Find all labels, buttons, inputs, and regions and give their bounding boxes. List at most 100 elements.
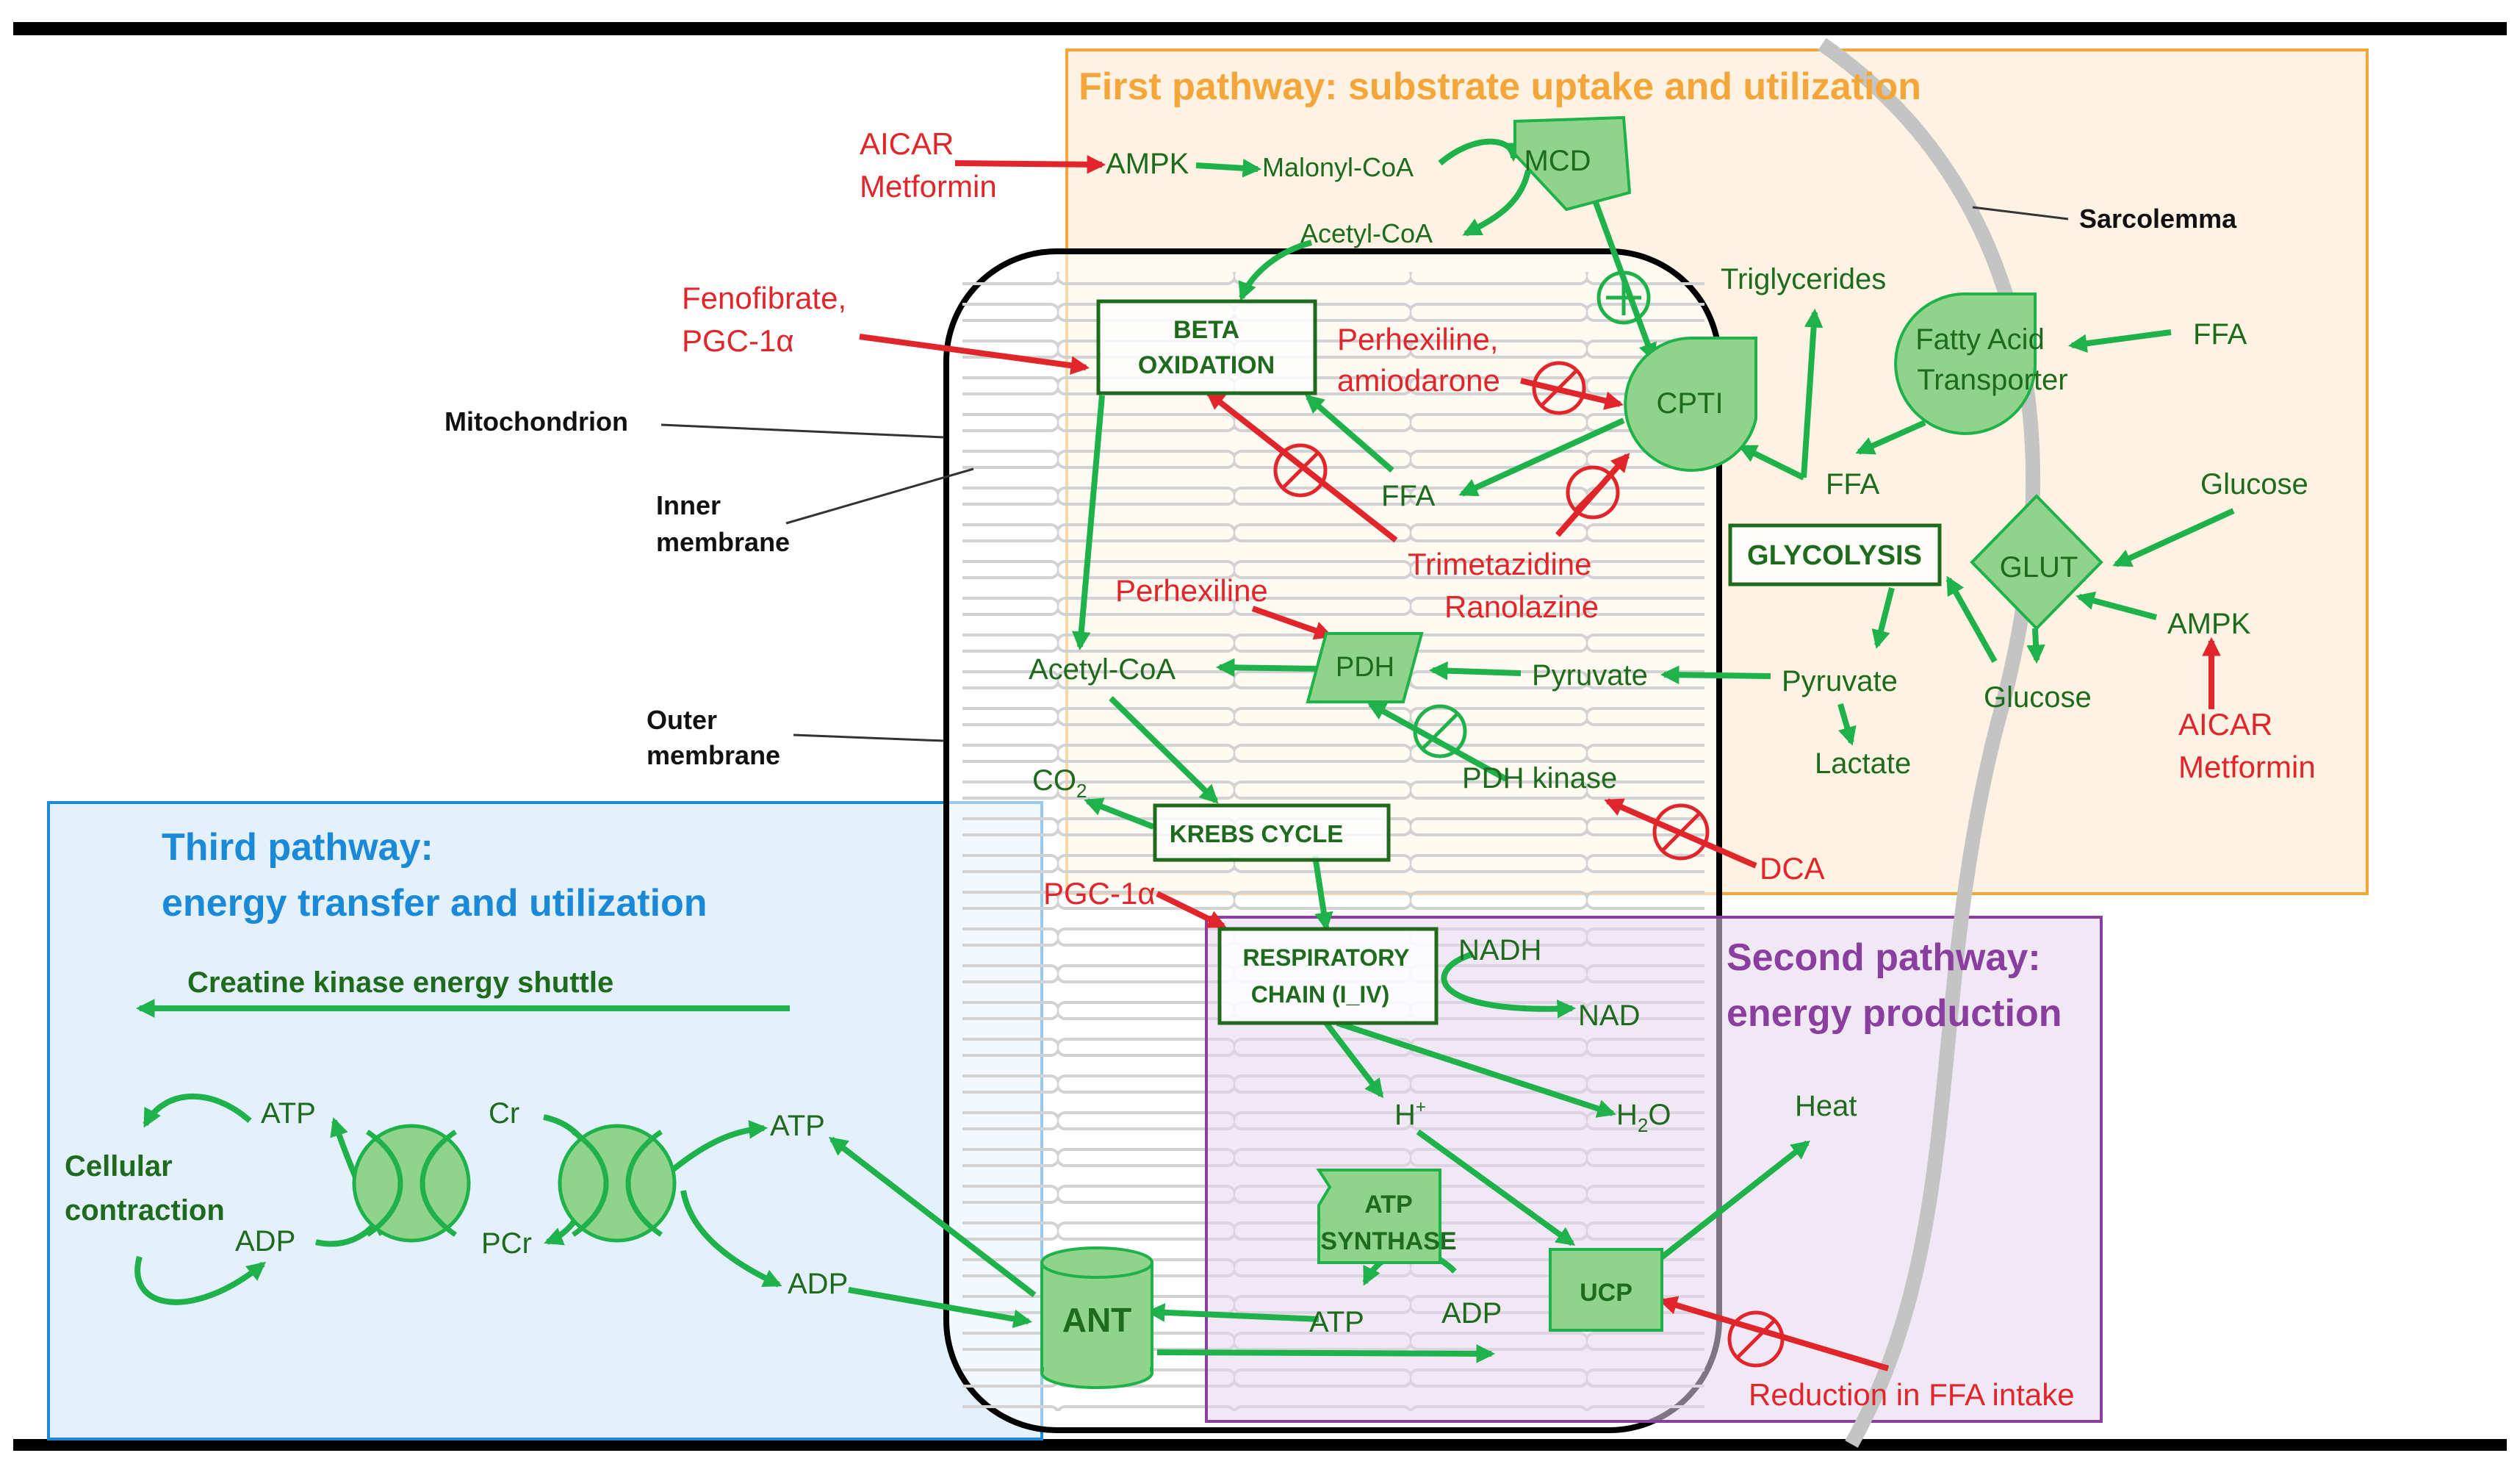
arrow-circle2-adp <box>680 1190 782 1288</box>
arrow-pyruvate-pdh <box>1428 661 1522 681</box>
h2o-label: H2O <box>1616 1099 1671 1136</box>
cr-label: Cr <box>489 1097 519 1130</box>
arrow-perhexiline-pdh <box>1251 606 1333 640</box>
arrow-malonyl-mcd <box>1438 138 1523 166</box>
trimetazidine-label: Trimetazidine <box>1408 547 1592 581</box>
respiratory-chain-label-2: CHAIN (I_IV) <box>1251 981 1389 1008</box>
ant-label: ANT <box>1062 1301 1132 1339</box>
sarcolemma-label: Sarcolemma <box>2079 204 2237 234</box>
ck-circle-1-arc-right <box>420 1130 457 1237</box>
arrow-pgc-resp <box>1156 891 1227 929</box>
cellular-contraction-label-1: Cellular <box>65 1150 173 1183</box>
atp-bottom-label: ATP <box>1309 1306 1364 1338</box>
ampk-right-label: AMPK <box>2167 608 2251 640</box>
creatine-kinase-circle-1 <box>352 1124 471 1243</box>
creatine-kinase-circle-2 <box>558 1124 677 1243</box>
inner-membrane-leader <box>785 467 974 525</box>
third-pathway-title-2: energy transfer and utilization <box>162 882 708 925</box>
arrow-cpt-triglycerides <box>1801 308 1824 478</box>
bottom-border <box>13 1439 2507 1451</box>
pgc-resp-label: PGC-1α <box>1043 876 1156 911</box>
ck-circle-1-arc-left <box>366 1130 403 1237</box>
arrow-cpt-ffa <box>1458 417 1625 497</box>
inner-membrane-label-1: Inner <box>656 490 721 520</box>
arrow-glycolysis-pyruvate <box>1871 587 1895 649</box>
heat-label: Heat <box>1795 1090 1857 1122</box>
perhexiline-label: Perhexiline, <box>1337 322 1498 356</box>
outer-membrane-label-2: membrane <box>647 740 780 770</box>
arrow-ampk-glut <box>2076 591 2158 620</box>
atp-left-label: ATP <box>261 1097 316 1130</box>
sarcolemma-leader <box>1972 206 2069 220</box>
arrow-fenofibrate-beta <box>859 334 1090 375</box>
ucp-label: UCP <box>1580 1279 1632 1307</box>
aicar-top-label: AICAR <box>860 126 954 161</box>
arrow-acetyl-krebs <box>1109 696 1219 804</box>
glucose-inside-label: Glucose <box>1984 681 2092 714</box>
beta-oxidation-box <box>1096 299 1317 395</box>
malonyl-coa-label: Malonyl-CoA <box>1262 152 1414 182</box>
lactate-label: Lactate <box>1815 747 1911 780</box>
cellular-contraction-label-2: contraction <box>65 1194 225 1227</box>
glut-shape <box>1970 494 2103 631</box>
arrow-krebs-resp <box>1312 855 1333 932</box>
ffa-intake-reduction-label: Reduction in FFA intake <box>1749 1377 2075 1412</box>
pyruvate-outside-label: Pyruvate <box>1782 665 1898 697</box>
arrow-glut-glucose <box>2026 628 2045 664</box>
beta-oxidation-label-1: BETA <box>1173 316 1239 344</box>
fatty-acid-transporter-shape <box>1894 292 2037 435</box>
arrow-acetyl-beta <box>1238 240 1313 301</box>
arrow-atp-ant <box>1145 1303 1320 1322</box>
mcd-shape <box>1513 115 1632 212</box>
second-pathway-title-1: Second pathway: <box>1727 936 2041 979</box>
arrow-ant-synthase <box>1156 1344 1496 1363</box>
fenofibrate-label: Fenofibrate, <box>682 281 846 315</box>
adp-bottom-label: ADP <box>1441 1297 1502 1330</box>
inhibit-slash-dca <box>1660 811 1702 853</box>
arrow-cellular-adp <box>134 1255 266 1305</box>
triglycerides-label: Triglycerides <box>1721 263 1886 295</box>
arrow-ffa-beta <box>1305 394 1394 473</box>
acetyl-coa-top-label: Acetyl-CoA <box>1300 218 1433 248</box>
mitochondrion-label: Mitochondrion <box>444 406 628 437</box>
nad-label: NAD <box>1578 1000 1640 1032</box>
fatty-acid-transporter-label-2: Transporter <box>1917 364 2067 396</box>
atp-synthase-shape <box>1316 1169 1441 1264</box>
krebs-cycle-box <box>1153 803 1391 862</box>
third-pathway-title-1: Third pathway: <box>162 826 433 869</box>
inhibit-symbol-trimetazidine-cpt <box>1566 465 1620 520</box>
inhibit-slash-ffa-intake <box>1735 1318 1776 1360</box>
inhibit-symbol-pdhkinase <box>1413 704 1467 758</box>
outer-membrane-label-1: Outer <box>647 705 717 735</box>
arrow-ffa-cpt <box>1738 444 1805 481</box>
ampk-top-label: AMPK <box>1106 148 1189 180</box>
arrow-beta-acetyl <box>1072 395 1105 651</box>
arrow-krebs-co2 <box>1084 797 1155 830</box>
co2-label: CO2 <box>1032 764 1087 802</box>
arrow-glucose-glut <box>2112 508 2235 567</box>
cpt-label: CPTI <box>1656 387 1723 420</box>
ranolazine-label: Ranolazine <box>1444 589 1599 624</box>
arrow-perhexiline-cpt <box>1520 378 1624 410</box>
arrow-ucp-heat <box>1651 1140 1811 1267</box>
arrow-pdh-acetyl <box>1215 658 1323 678</box>
second-pathway-title-2: energy production <box>1727 992 2062 1035</box>
arrow-ampk-malonyl <box>1195 159 1262 178</box>
arrow-reduction-ucp <box>1658 1296 1890 1371</box>
beta-oxidation-label-2: OXIDATION <box>1138 351 1275 379</box>
arrow-adp-ant <box>848 1287 1033 1329</box>
creatine-kinase-shuttle-label: Creatine kinase energy shuttle <box>187 966 613 999</box>
arrow-ant-atp-out <box>828 1136 1037 1298</box>
arrow-glucose-glycolysis <box>1945 575 1998 663</box>
adp-left-label: ADP <box>235 1225 295 1257</box>
inhibit-slash-trimetazidine-beta <box>1281 451 1320 489</box>
arrow-atp-cellular <box>143 1093 252 1128</box>
arrow-resp-h2o <box>1336 1020 1616 1118</box>
ck-circle-2-arc-left <box>572 1130 609 1237</box>
glucose-outside-label: Glucose <box>2200 468 2308 500</box>
ant-shape <box>1040 1246 1153 1389</box>
ucp-shape <box>1549 1248 1663 1332</box>
arrow-hplus-ucp <box>1416 1129 1576 1246</box>
arrow-pyruvate-lactate <box>1837 703 1857 746</box>
ffa-mid-label: FFA <box>1826 468 1880 500</box>
